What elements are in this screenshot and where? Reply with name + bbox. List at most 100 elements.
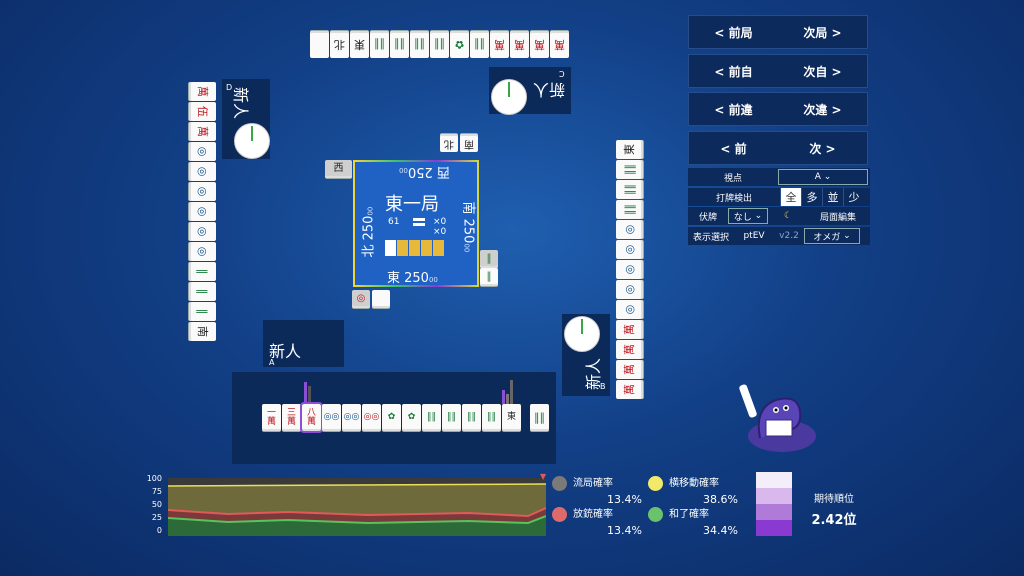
hand-tile[interactable]: ‖‖ [462, 404, 481, 431]
hand-tile[interactable]: 一 萬 [262, 404, 281, 431]
player-label-c: 新人 C [489, 67, 571, 115]
score-west: 西 25000 [399, 164, 450, 179]
seat-label: B [600, 382, 606, 391]
turn-clock [491, 79, 527, 115]
tile: 萬 [530, 31, 549, 58]
display-label: 表示選択 [692, 232, 729, 243]
hand-tile[interactable]: ✿ [382, 404, 401, 431]
opponent-left-discards: 萬 伍 萬 ◎ ◎ ◎ ◎ ◎ ◎ ‖ ‖ ‖ 南 [189, 78, 216, 341]
tile: 萬 [189, 82, 216, 101]
deposit-count: ×0 ×0 [433, 217, 447, 237]
tick-label: 100 [146, 474, 162, 483]
tile: ‖‖ [616, 180, 643, 199]
tile: ◎ [616, 280, 643, 299]
model-select[interactable]: オメガ ⌄ [804, 228, 860, 244]
hide-value: なし [733, 212, 752, 223]
round-info-panel: 西 25000 東一局 61 ×0 ×0 東 25000 南 25000 北 2… [353, 160, 479, 287]
detect-option-few[interactable]: 少 [843, 188, 864, 206]
tile: ‖ [189, 282, 216, 301]
rank-distribution-bar [756, 472, 792, 536]
tile: 萬 [616, 320, 643, 339]
tile: 東 [350, 31, 369, 58]
prev-round-button[interactable]: < 前局 [714, 25, 753, 40]
agari-color-icon [648, 506, 663, 522]
tile: ‖‖ [390, 31, 409, 58]
prev-button[interactable]: < 前 [720, 141, 747, 156]
hand-tile[interactable]: 三 萬 [282, 404, 301, 431]
ryukyoku-stat: 流局確率 13.4% [552, 474, 642, 506]
next-self-button[interactable]: 次自 > [803, 64, 842, 79]
hand-tile[interactable]: ‖‖ [442, 404, 461, 431]
detect-option-many[interactable]: 多 [801, 188, 822, 206]
next-round-button[interactable]: 次局 > [803, 25, 842, 40]
next-diff-button[interactable]: 次違 > [803, 102, 842, 117]
tile: 萬 [490, 31, 509, 58]
dora-indicator [385, 240, 445, 256]
tile: 萬 [616, 340, 643, 359]
chevron-down-icon: ⌄ [843, 231, 851, 241]
display-value[interactable]: ptEV [743, 231, 765, 241]
detect-option-all[interactable]: 全 [780, 188, 801, 206]
tile: 北 [440, 134, 458, 152]
tile: ◎ [189, 182, 216, 201]
hide-label: 伏牌 [698, 212, 717, 223]
chevron-down-icon: ⌄ [823, 172, 832, 182]
moon-icon[interactable]: ☾ [783, 211, 793, 221]
tile: ‖‖ [370, 31, 389, 58]
tile: ‖‖ [616, 200, 643, 219]
tile: 伍 [189, 102, 216, 121]
drawn-tile[interactable]: ‖‖ [530, 404, 549, 431]
tile: 西 [325, 160, 352, 178]
graph-cursor-marker: ▼ [540, 472, 547, 481]
next-button[interactable]: 次 > [809, 141, 836, 156]
prev-self-button[interactable]: < 前自 [714, 64, 753, 79]
tile: ‖‖ [430, 31, 449, 58]
houjuu-color-icon [552, 506, 567, 522]
honba-count: 61 [388, 217, 400, 227]
probability-graph[interactable] [168, 478, 546, 536]
step-nav: < 前 次 > [688, 131, 868, 165]
tile: ‖ [189, 302, 216, 321]
tile: ◎ [189, 142, 216, 161]
tile: ◎ [616, 300, 643, 319]
tile [310, 31, 329, 58]
hand-tile[interactable]: ◎◎ [342, 404, 361, 431]
tile: ‖‖ [410, 31, 429, 58]
tile: ◎ [352, 290, 370, 308]
player-name: 新人 [231, 86, 251, 120]
discard-evaluation-bars [304, 380, 513, 404]
tile: ◎ [189, 242, 216, 261]
prev-diff-button[interactable]: < 前違 [714, 102, 753, 117]
player-label-d: 新人 D [222, 79, 270, 159]
hand-tile[interactable]: 八 萬 [300, 402, 323, 433]
stat-label: 横移動確率 [669, 478, 719, 489]
hand-tile[interactable]: ‖‖ [422, 404, 441, 431]
hide-select[interactable]: なし ⌄ [728, 208, 768, 224]
round-title: 東一局 [385, 194, 439, 215]
viewpoint-select[interactable]: A ⌄ [778, 169, 868, 185]
tile: ◎ [616, 220, 643, 239]
edit-position-button[interactable]: 局面編集 [819, 212, 856, 223]
stat-value: 13.4% [607, 492, 642, 506]
hand-tile[interactable]: ◎◎ [322, 404, 341, 431]
yoko-color-icon [648, 475, 663, 491]
tile: 萬 [550, 31, 569, 58]
player-label-a: 新人 A [263, 320, 344, 367]
hand-tile[interactable]: 東 [502, 404, 521, 431]
score-north: 北 25000 [361, 206, 377, 258]
tile: 東 [616, 140, 643, 159]
tick-label: 0 [156, 526, 162, 535]
turn-clock [564, 316, 600, 352]
tile: ✿ [450, 31, 469, 58]
yoko-stat: 横移動確率 38.6% [648, 474, 738, 506]
tile: ‖ [480, 268, 498, 286]
hand-tile[interactable]: ◎◎ [362, 404, 381, 431]
tick-label: 25 [151, 513, 162, 522]
hand-tile[interactable]: ‖‖ [482, 404, 501, 431]
hand-tile[interactable]: ✿ [402, 404, 421, 431]
detect-segmented: 全 多 並 少 [780, 188, 864, 206]
detect-option-normal[interactable]: 並 [822, 188, 843, 206]
tick-label: 50 [151, 500, 162, 509]
tile: 南 [189, 322, 216, 341]
expected-rank: 期待順位 2.42位 [804, 490, 864, 528]
